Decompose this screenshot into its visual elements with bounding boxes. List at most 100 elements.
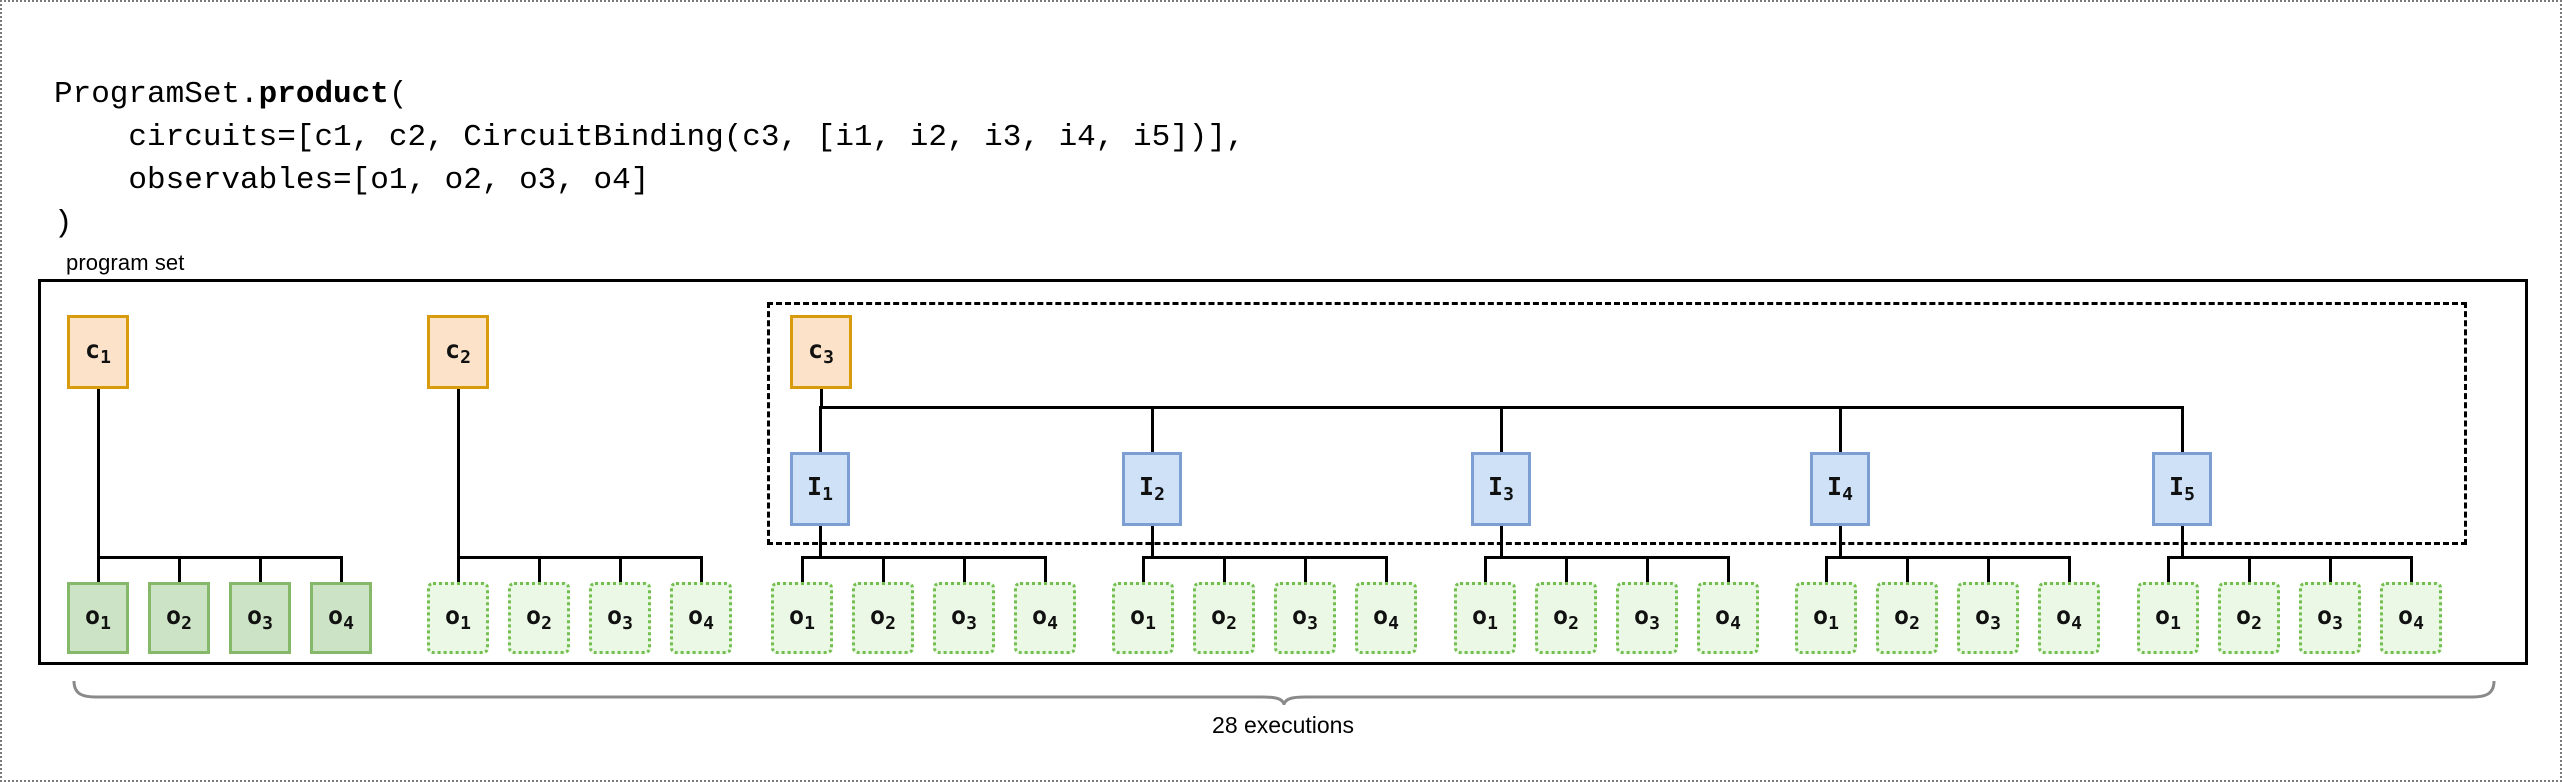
circuit-node-c3[interactable]: c3 bbox=[790, 315, 852, 389]
observable-node-i1-o2[interactable]: o2 bbox=[852, 582, 914, 654]
observable-node-c1-o2[interactable]: o2 bbox=[148, 582, 210, 654]
observable-node-i3-o4[interactable]: o4 bbox=[1697, 582, 1759, 654]
node-label: o3 bbox=[2317, 600, 2343, 635]
connector-observable-drop-i5-o3 bbox=[2329, 556, 2332, 585]
circuit-node-c1[interactable]: c1 bbox=[67, 315, 129, 389]
connector-observable-drop-i5-o2 bbox=[2248, 556, 2251, 585]
observable-node-i4-o2[interactable]: o2 bbox=[1876, 582, 1938, 654]
node-label: o4 bbox=[1373, 600, 1399, 635]
observable-node-i3-o2[interactable]: o2 bbox=[1535, 582, 1597, 654]
connector-observable-drop-c2-o2 bbox=[538, 556, 541, 585]
connector-observable-drop-i2-o3 bbox=[1304, 556, 1307, 585]
observable-bus-i3 bbox=[1484, 556, 1730, 559]
code-block: ProgramSet.product( circuits=[c1, c2, Ci… bbox=[54, 73, 1245, 245]
observable-node-c2-o4[interactable]: o4 bbox=[670, 582, 732, 654]
instruction-node-i4[interactable]: I4 bbox=[1810, 452, 1870, 526]
node-label: o1 bbox=[85, 600, 111, 635]
node-label: I4 bbox=[1827, 471, 1853, 506]
code-token: observables=[o1, o2, o3, o4] bbox=[54, 163, 650, 198]
connector-observable-drop-i4-o2 bbox=[1906, 556, 1909, 585]
node-label: c3 bbox=[808, 334, 834, 369]
observable-node-c2-o3[interactable]: o3 bbox=[589, 582, 651, 654]
observable-node-i2-o1[interactable]: o1 bbox=[1112, 582, 1174, 654]
connector-observable-drop-i5-o4 bbox=[2410, 556, 2413, 585]
node-label: o4 bbox=[688, 600, 714, 635]
node-label: o4 bbox=[2056, 600, 2082, 635]
observable-node-i4-o1[interactable]: o1 bbox=[1795, 582, 1857, 654]
node-label: o3 bbox=[951, 600, 977, 635]
code-token: ) bbox=[54, 206, 73, 241]
observable-node-i2-o4[interactable]: o4 bbox=[1355, 582, 1417, 654]
observable-bus-i4 bbox=[1825, 556, 2071, 559]
instruction-node-i5[interactable]: I5 bbox=[2152, 452, 2212, 526]
node-label: o1 bbox=[789, 600, 815, 635]
connector-observable-drop-i2-o4 bbox=[1385, 556, 1388, 585]
node-label: I3 bbox=[1488, 471, 1514, 506]
connector-bus-to-i3 bbox=[1500, 406, 1503, 455]
node-label: c1 bbox=[85, 334, 111, 369]
instruction-node-i3[interactable]: I3 bbox=[1471, 452, 1531, 526]
program-set-label: program set bbox=[66, 250, 185, 275]
node-label: o4 bbox=[1715, 600, 1741, 635]
node-label: o4 bbox=[1032, 600, 1058, 635]
node-label: o3 bbox=[607, 600, 633, 635]
node-label: o3 bbox=[1634, 600, 1660, 635]
observable-node-i5-o1[interactable]: o1 bbox=[2137, 582, 2199, 654]
observable-node-i5-o2[interactable]: o2 bbox=[2218, 582, 2280, 654]
node-label: o1 bbox=[1130, 600, 1156, 635]
node-label: o3 bbox=[1975, 600, 2001, 635]
instruction-node-i1[interactable]: I1 bbox=[790, 452, 850, 526]
connector-observable-drop-i1-o3 bbox=[963, 556, 966, 585]
connector-observable-drop-i1-o2 bbox=[882, 556, 885, 585]
observable-node-c1-o3[interactable]: o3 bbox=[229, 582, 291, 654]
observable-node-c2-o1[interactable]: o1 bbox=[427, 582, 489, 654]
node-label: o3 bbox=[1292, 600, 1318, 635]
connector-observable-drop-c1-o2 bbox=[178, 556, 181, 585]
node-label: o2 bbox=[870, 600, 896, 635]
observable-node-i1-o3[interactable]: o3 bbox=[933, 582, 995, 654]
observable-bus-c2 bbox=[457, 556, 703, 559]
code-token: ( bbox=[388, 77, 408, 112]
observable-node-i5-o4[interactable]: o4 bbox=[2380, 582, 2442, 654]
connector-bus-to-i1 bbox=[819, 406, 822, 455]
connector-observable-drop-i4-o1 bbox=[1825, 556, 1828, 585]
executions-brace bbox=[72, 680, 2496, 705]
node-label: c2 bbox=[445, 334, 471, 369]
connector-i1-to-observables bbox=[819, 526, 822, 559]
node-label: o1 bbox=[1472, 600, 1498, 635]
circuit-node-c2[interactable]: c2 bbox=[427, 315, 489, 389]
node-label: o2 bbox=[166, 600, 192, 635]
connector-observable-drop-i3-o1 bbox=[1484, 556, 1487, 585]
node-label: I5 bbox=[2169, 471, 2195, 506]
node-label: o2 bbox=[2236, 600, 2262, 635]
observable-node-i2-o3[interactable]: o3 bbox=[1274, 582, 1336, 654]
observable-node-c2-o2[interactable]: o2 bbox=[508, 582, 570, 654]
connector-observable-drop-i1-o1 bbox=[801, 556, 804, 585]
observable-node-c1-o4[interactable]: o4 bbox=[310, 582, 372, 654]
instruction-node-i2[interactable]: I2 bbox=[1122, 452, 1182, 526]
observable-bus-c1 bbox=[97, 556, 343, 559]
observable-node-i4-o4[interactable]: o4 bbox=[2038, 582, 2100, 654]
observable-node-i3-o3[interactable]: o3 bbox=[1616, 582, 1678, 654]
observable-bus-i1 bbox=[801, 556, 1047, 559]
observable-node-i1-o1[interactable]: o1 bbox=[771, 582, 833, 654]
observable-node-c1-o1[interactable]: o1 bbox=[67, 582, 129, 654]
connector-i5-to-observables bbox=[2181, 526, 2184, 559]
circuit-binding-container bbox=[767, 302, 2467, 545]
observable-node-i5-o3[interactable]: o3 bbox=[2299, 582, 2361, 654]
observable-node-i4-o3[interactable]: o3 bbox=[1957, 582, 2019, 654]
observable-node-i3-o1[interactable]: o1 bbox=[1454, 582, 1516, 654]
observable-node-i1-o4[interactable]: o4 bbox=[1014, 582, 1076, 654]
node-label: o2 bbox=[526, 600, 552, 635]
connector-observable-drop-i2-o2 bbox=[1223, 556, 1226, 585]
connector-observable-drop-c2-o4 bbox=[700, 556, 703, 585]
code-token: product bbox=[258, 77, 389, 112]
connector-observable-drop-i3-o3 bbox=[1646, 556, 1649, 585]
node-label: o2 bbox=[1211, 600, 1237, 635]
connector-observable-drop-i4-o4 bbox=[2068, 556, 2071, 585]
observable-node-i2-o2[interactable]: o2 bbox=[1193, 582, 1255, 654]
connector-observable-drop-i5-o1 bbox=[2167, 556, 2170, 585]
connector-observable-drop-i4-o3 bbox=[1987, 556, 1990, 585]
connector-observable-drop-c2-o3 bbox=[619, 556, 622, 585]
